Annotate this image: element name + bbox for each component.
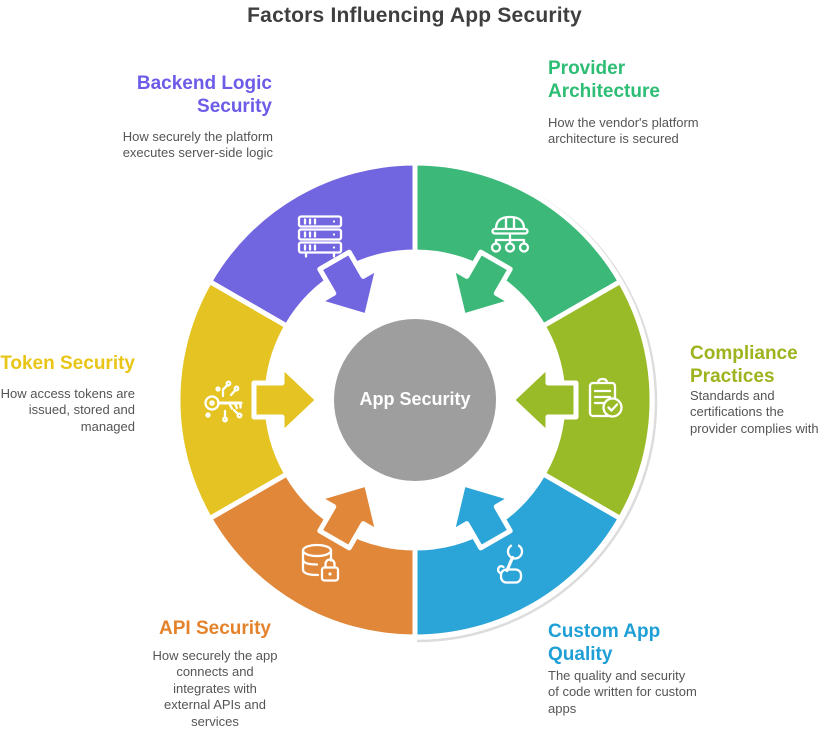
desc-api-security: How securely the app connects and integr… <box>152 648 278 729</box>
heading-custom-app-quality: Custom App Quality <box>548 620 758 666</box>
heading-backend-logic-security: Backend Logic Security <box>100 72 272 118</box>
heading-line: Practices <box>690 366 775 388</box>
heading-line: Architecture <box>548 81 660 103</box>
database-lock-icon <box>301 543 340 582</box>
heading-compliance-practices: Compliance Practices <box>690 342 825 388</box>
heading-line: Backend Logic <box>136 73 272 94</box>
heading-line: Provider <box>548 58 626 79</box>
heading-line: Custom App <box>548 621 661 642</box>
clipboard-check-icon <box>588 377 623 418</box>
arrow-backend-logic-security <box>316 249 381 319</box>
desc-provider-architecture: How the vendor's platform architecture i… <box>548 115 699 147</box>
heading-line: API Security <box>159 618 271 639</box>
heading-provider-architecture: Provider Architecture <box>548 57 758 103</box>
heading-line: Compliance <box>690 343 798 364</box>
desc-backend-logic-security: How securely the platform executes serve… <box>122 129 273 161</box>
desc-compliance-practices: Standards and certifications the provide… <box>690 388 819 436</box>
wedge-backend-logic-security <box>207 160 418 329</box>
arrow-api-security <box>316 481 381 551</box>
page-title: Factors Influencing App Security <box>247 4 582 27</box>
heading-api-security: API Security <box>145 617 285 640</box>
server-rack-icon <box>297 215 343 258</box>
wedge-custom-app-quality <box>412 471 623 640</box>
heading-line: Security <box>197 96 272 118</box>
circuit-key-icon <box>204 380 243 423</box>
arrow-provider-architecture <box>449 249 514 319</box>
center-label: App Security <box>359 389 471 409</box>
arrow-compliance-practices <box>509 363 579 437</box>
heading-line: Quality <box>548 644 613 666</box>
wrench-hand-icon <box>496 541 524 584</box>
center-hub-circle <box>330 315 500 485</box>
desc-custom-app-quality: The quality and security of code written… <box>548 668 697 716</box>
heading-token-security: Token Security <box>0 352 135 375</box>
heading-line: Token Security <box>0 353 135 374</box>
arrow-token-security <box>251 363 321 437</box>
hard-hat-hierarchy-icon <box>490 215 530 253</box>
desc-token-security: How access tokens are issued, stored and… <box>0 386 135 434</box>
arrow-custom-app-quality <box>449 481 514 551</box>
